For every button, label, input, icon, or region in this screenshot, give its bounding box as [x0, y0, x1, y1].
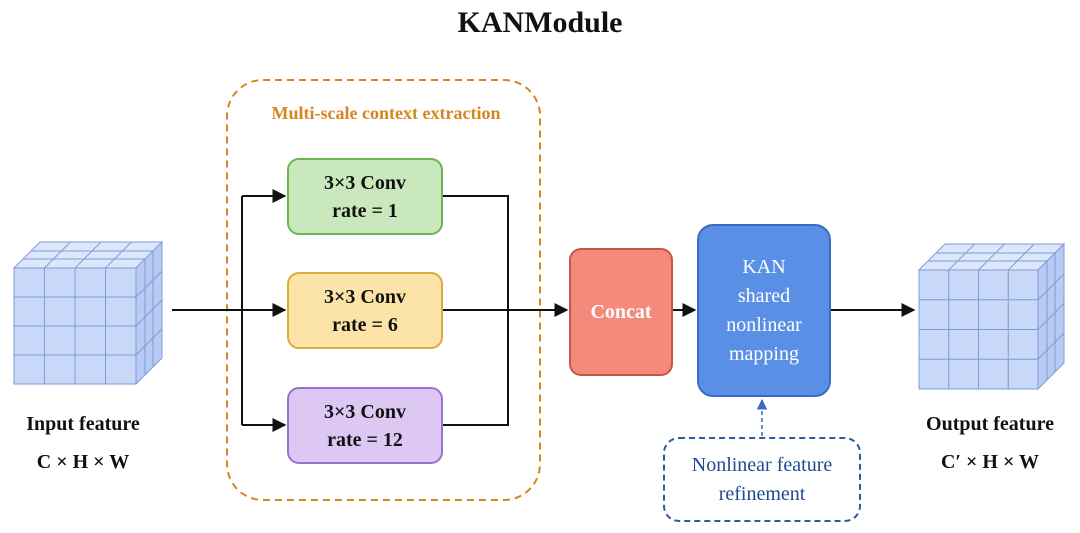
conv-block-title: 3×3 Conv: [324, 171, 406, 194]
refinement-line: Nonlinear feature: [691, 453, 833, 476]
output-label: Output feature: [926, 413, 1054, 435]
output-caption: Output feature C′ × H × W: [900, 405, 1080, 481]
refinement-note: Nonlinear feature refinement: [663, 437, 861, 522]
kan-line: KAN: [742, 255, 786, 278]
diagram-title: KANModule: [457, 6, 623, 39]
concat-block: Concat: [569, 248, 673, 376]
output-dims: C′ × H × W: [940, 451, 1040, 473]
conv-block-rate-6: 3×3 Conv rate = 6: [287, 272, 443, 349]
context-group-border: [226, 79, 541, 501]
input-label: Input feature: [26, 413, 140, 435]
input-cube: [12, 240, 164, 386]
kan-line: nonlinear: [726, 313, 802, 336]
conv-block-title: 3×3 Conv: [324, 285, 406, 308]
conv-block-rate: rate = 1: [332, 199, 398, 222]
conv-block-title: 3×3 Conv: [324, 400, 406, 423]
input-dims: C × H × W: [36, 451, 130, 473]
context-group-label: Multi-scale context extraction: [271, 103, 501, 123]
conv-block-rate: rate = 6: [332, 313, 398, 336]
input-caption: Input feature C × H × W: [0, 405, 166, 481]
refinement-line: refinement: [718, 482, 806, 505]
conv-block-rate-12: 3×3 Conv rate = 12: [287, 387, 443, 464]
kan-mapping-block: KAN shared nonlinear mapping: [697, 224, 831, 397]
kan-line: mapping: [729, 342, 799, 365]
conv-block-rate: rate = 12: [327, 428, 403, 451]
kan-line: shared: [737, 284, 791, 307]
conv-block-rate-1: 3×3 Conv rate = 1: [287, 158, 443, 235]
output-cube: [917, 242, 1066, 391]
